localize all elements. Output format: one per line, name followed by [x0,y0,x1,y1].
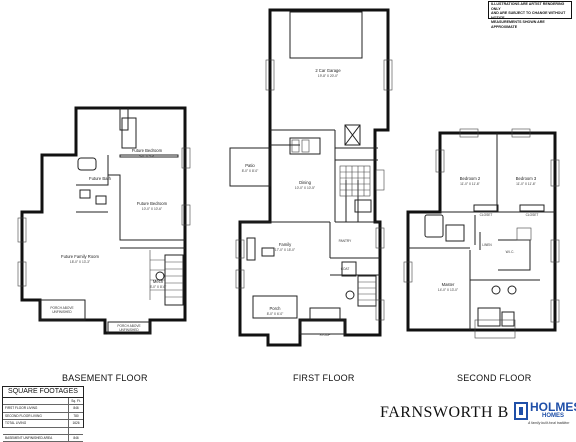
closet-label-2: CLOSET [526,213,539,217]
brand-name-1: HOLMES [530,400,576,414]
stoop-label: STOOP [319,333,330,337]
room-master-dim: 14'-0" X 13'-0" [438,288,458,292]
room-future-bedroom-1-dim: 9'-0" X 9'-8" [139,154,156,158]
table-row [3,427,83,435]
room-future-family-name: Future Family Room [61,254,99,259]
room-family-dim: 17'-0" X 15'-0" [275,248,295,252]
plan-name: FARNSWORTH B [380,404,509,421]
basement-floor-label: BASEMENT FLOOR [62,373,148,383]
square-footage-header: SQUARE FOOTAGES [3,387,83,398]
room-dining-name: Dining [299,180,312,185]
room-wic-name: W.I.C. [506,250,515,254]
brand-logo: HOLMES HOMES A family built local tradit… [514,400,576,430]
closet-label-1: CLOSET [480,213,493,217]
first-floor-label: FIRST FLOOR [293,373,355,383]
second-floor-plan [403,128,560,339]
room-future-family-dim: 18'-0" X 13'-3" [70,260,90,264]
pantry-label: PANTRY [339,239,353,243]
house-logo-icon [514,402,528,420]
brand-tagline: A family built local tradition [528,421,570,425]
room-patio-dim: 8'-0" X 8'-0" [242,169,259,173]
porch-above-2-dim: UNFINISHED [119,328,139,332]
room-dining-dim: 10'-0" X 10'-5" [295,186,315,190]
room-future-bath-name: Future Bath [89,176,112,181]
disclaimer-line-3: MEASUREMENTS SHOWN ARE APPROXIMATE [491,20,545,29]
basement-plan [17,106,191,335]
square-footage-table: SQUARE FOOTAGES Sq. Ft. FIRST FLOOR LIVI… [2,386,84,442]
room-master-name: Master [442,282,455,287]
room-garage-name: 2 Car Garage [315,68,341,73]
room-bedroom3-dim: 11'-0" X 11'-6" [516,182,536,186]
room-future-bedroom-1-name: Future Bedroom [132,148,163,153]
room-future-bedroom-2-name: Future Bedroom [137,201,168,206]
disclaimer-box: ILLUSTRATIONS ARE ARTIST RENDERING ONLY … [488,1,572,29]
porch-above-1-dim: UNFINISHED [52,310,72,314]
disclaimer-line-2: AND ARE SUBJECT TO CHANGE WITHOUT NOTICE [491,11,566,20]
room-bedroom2-name: Bedroom 2 [460,176,481,181]
second-floor-label: SECOND FLOOR [457,373,532,383]
square-footage-col-row: Sq. Ft. [3,398,83,406]
porch-above-2-name: PORCH ABOVE [117,324,140,328]
brand-name-2: HOMES [542,413,565,419]
room-mech-name: Mech [153,279,164,284]
disclaimer-line-1: ILLUSTRATIONS ARE ARTIST RENDERING ONLY [491,2,565,11]
room-bedroom3-name: Bedroom 3 [516,176,537,181]
room-mech-dim: 8'-0" X 8'-6" [150,285,167,289]
room-family-name: Family [279,242,292,247]
coat-label: COAT [341,267,350,271]
first-floor-plan [229,8,393,347]
square-footage-col: Sq. Ft. [71,399,81,403]
room-future-bedroom-2-dim: 10'-0" X 10'-6" [142,207,162,211]
room-porch-name: Porch [270,306,282,311]
room-garage-dim: 19'-8" X 20'-0" [318,74,338,78]
room-bedroom2-dim: 11'-0" X 11'-6" [460,182,480,186]
linen-label: LINEN [482,243,492,247]
floor-plans-drawing: Future Bedroom 9'-0" X 9'-8" Future Bath… [17,8,560,347]
room-patio-name: Patio [245,163,255,168]
porch-above-1-name: PORCH ABOVE [50,306,73,310]
room-porch-dim: 8'-0" X 6'-0" [267,312,284,316]
